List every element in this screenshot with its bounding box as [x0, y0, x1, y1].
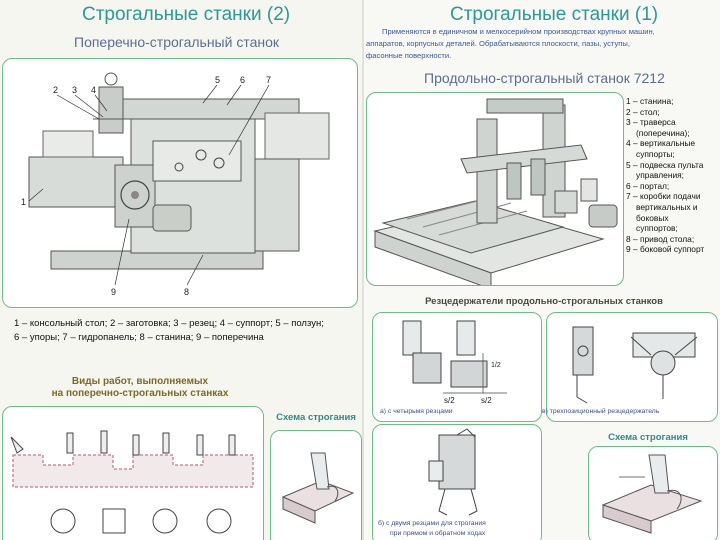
- legend-item: 5 – подвеска пульта: [626, 159, 704, 170]
- legend-item: (поперечина);: [636, 127, 690, 138]
- slide-title: Строгальные станки (2): [82, 4, 291, 25]
- legend-item: суппортов;: [636, 223, 678, 234]
- intro-line2: аппаратов, корпусных деталей. Обрабатыва…: [366, 39, 630, 48]
- machine-caption-line2: 6 – упоры; 7 – гидропанель; 8 – станина;…: [14, 332, 264, 343]
- works-heading: Виды работ, выполняемых на поперечно-стр…: [40, 376, 240, 400]
- callout-4: 4: [91, 85, 96, 95]
- scheme-heading-left: Схема строгания: [276, 412, 356, 423]
- works-heading-line1: Виды работ, выполняемых: [71, 376, 209, 387]
- legend-item: 4 – вертикальные: [626, 138, 696, 149]
- holder-a-drawing: s/2 s/2 1/2: [402, 320, 507, 405]
- legend-item: 8 – привод стола;: [626, 233, 695, 244]
- callout-8: 8: [184, 287, 189, 297]
- legend-item: управления;: [636, 170, 685, 181]
- planer-drawing: [373, 98, 618, 290]
- callout-5: 5: [215, 75, 220, 85]
- planer-panel: [366, 92, 624, 290]
- scheme-panel-right: [588, 446, 718, 540]
- legend-item: 2 – стол;: [626, 106, 660, 117]
- scheme-drawing-left: [281, 452, 355, 524]
- slide-subtitle: Поперечно-строгальный станок: [74, 34, 280, 50]
- slide-shapers-2: Строгальные станки (2) Поперечно-строгал…: [0, 0, 362, 540]
- works-panel: [2, 406, 264, 540]
- callout-7: 7: [266, 75, 271, 85]
- intro-line3: фасонные поверхности.: [366, 51, 452, 60]
- callout-6: 6: [240, 75, 245, 85]
- legend-item: 6 – портал;: [626, 180, 670, 191]
- holder-c-caption-line2: при прямом и обратном ходах: [390, 530, 486, 537]
- holder-a-panel: s/2 s/2 1/2: [372, 312, 542, 422]
- holder-b-panel: [546, 312, 718, 422]
- scheme-panel-left: [270, 430, 362, 540]
- slide-divider: [362, 0, 364, 540]
- works-drawing: [10, 430, 254, 534]
- holder-b-caption: в) трехпозиционный резцедержатель: [542, 408, 660, 415]
- machine-panel: 2 3 4 5 6 7 1 9 8: [2, 58, 358, 308]
- machine-callouts: 2 3 4 5 6 7 1 9 8: [21, 75, 271, 297]
- works-heading-line2: на поперечно-строгальных станках: [51, 388, 229, 399]
- scheme-heading-right: Схема строгания: [608, 432, 688, 443]
- dim-half: 1/2: [491, 362, 501, 369]
- callout-2: 2: [53, 85, 58, 95]
- holder-c-panel: [372, 424, 542, 540]
- holder-c-caption-line1: б) с двумя резцами для строгания: [378, 520, 486, 527]
- holder-b-drawing: [572, 326, 698, 404]
- callout-9: 9: [111, 287, 116, 297]
- legend-item: суппорты;: [636, 148, 675, 159]
- holder-a-caption: а) с четырьмя резцами: [380, 408, 453, 415]
- machine-caption-line1: 1 – консольный стол; 2 – заготовка; 3 – …: [14, 318, 324, 329]
- planer-legend: 1 – станина; 2 – стол; 3 – траверса (поп…: [626, 96, 720, 255]
- holders-heading: Резцедержатели продольно-строгальных ста…: [425, 296, 663, 307]
- intro-line1: Применяются в единичном и мелкосерийном …: [382, 27, 655, 36]
- dim-s2-2: s/2: [481, 396, 492, 405]
- legend-item: 7 – коробки подачи: [626, 191, 701, 202]
- slide-title: Строгальные станки (1): [450, 4, 659, 25]
- callout-3: 3: [72, 85, 77, 95]
- slide-subtitle: Продольно-строгальный станок 7212: [424, 70, 665, 86]
- slide-shapers-1: Строгальные станки (1) Применяются в еди…: [364, 0, 720, 540]
- holder-c-drawing: [428, 428, 478, 516]
- scheme-drawing-right: [601, 454, 703, 534]
- legend-item: боковых: [636, 212, 669, 223]
- cross-planer-drawing: [28, 72, 330, 286]
- legend-item: 3 – траверса: [626, 117, 676, 128]
- callout-1: 1: [21, 197, 26, 207]
- legend-item: вертикальных и: [636, 201, 698, 212]
- dim-s2-1: s/2: [444, 396, 455, 405]
- legend-item: 9 – боковой суппорт: [626, 244, 705, 255]
- legend-item: 1 – станина;: [626, 96, 674, 106]
